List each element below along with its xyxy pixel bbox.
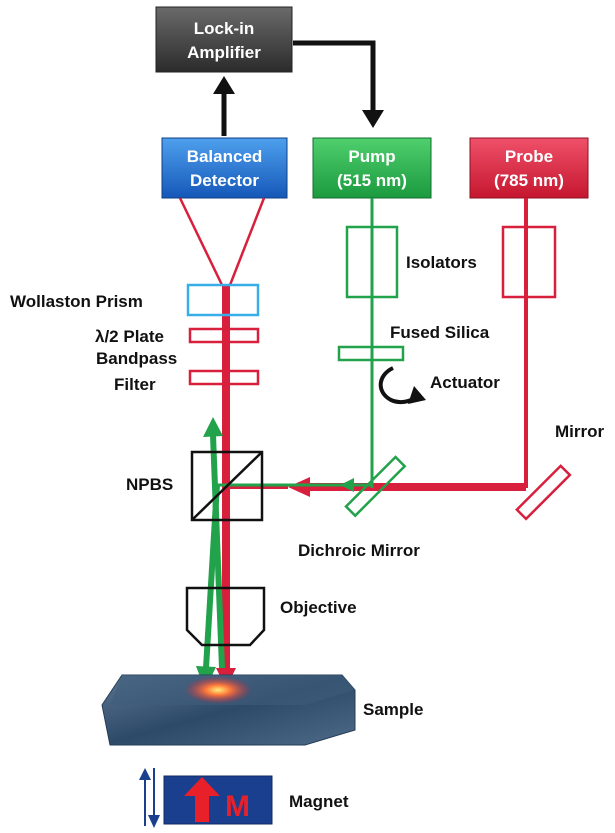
up-arrow-icon <box>184 777 220 822</box>
magnet-symbol: M <box>225 790 250 823</box>
wollaston-prism-label: Wollaston Prism <box>10 292 143 311</box>
actuator-label: Actuator <box>430 373 500 392</box>
isolator-probe <box>501 225 557 299</box>
dichroic-mirror-label: Dichroic Mirror <box>298 541 420 560</box>
detector-label-line1: Balanced <box>187 147 263 166</box>
lock-in-label-line2: Amplifier <box>187 43 261 62</box>
half-wave-plate <box>188 327 260 344</box>
pump-label-line2: (515 nm) <box>337 171 407 190</box>
sample <box>101 674 356 746</box>
pump-laser-box: Pump (515 nm) <box>312 137 432 199</box>
bandpass-label-line1: Bandpass <box>96 349 177 368</box>
probe-laser-box: Probe (785 nm) <box>469 137 589 199</box>
probe-beam <box>178 197 528 688</box>
detector-label-line2: Detector <box>190 171 259 190</box>
isolator-pump <box>345 225 399 299</box>
bandpass-label-line2: Filter <box>114 375 156 394</box>
lock-in-label-line1: Lock-in <box>194 19 254 38</box>
detector-to-lockin-arrow <box>213 76 235 136</box>
probe-label-line2: (785 nm) <box>494 171 564 190</box>
dichroic-mirror <box>344 455 407 518</box>
lockin-to-pump-arrow <box>293 40 384 128</box>
pump-beam <box>196 198 374 690</box>
magnet: M <box>163 775 273 825</box>
bandpass-filter <box>188 369 260 386</box>
sample-label: Sample <box>363 700 423 719</box>
field-direction-arrows-icon <box>139 768 160 828</box>
npbs-label: NPBS <box>126 475 173 494</box>
actuator-arrow <box>378 366 426 405</box>
mirror <box>515 464 572 521</box>
balanced-detector-box: Balanced Detector <box>161 137 288 199</box>
laser-spot <box>184 676 252 704</box>
fused-silica-label: Fused Silica <box>390 323 490 342</box>
mirror-label: Mirror <box>555 422 605 441</box>
wollaston-prism <box>186 283 260 317</box>
pump-label-line1: Pump <box>348 147 395 166</box>
lock-in-amplifier-box: Lock-in Amplifier <box>155 6 293 73</box>
objective-lens <box>185 586 266 647</box>
fused-silica-plate <box>337 345 405 362</box>
objective-label: Objective <box>280 598 357 617</box>
magnet-label: Magnet <box>289 792 349 811</box>
half-wave-plate-label: λ/2 Plate <box>95 327 164 346</box>
isolators-label: Isolators <box>406 253 477 272</box>
npbs-cube <box>190 450 264 522</box>
probe-label-line1: Probe <box>505 147 553 166</box>
